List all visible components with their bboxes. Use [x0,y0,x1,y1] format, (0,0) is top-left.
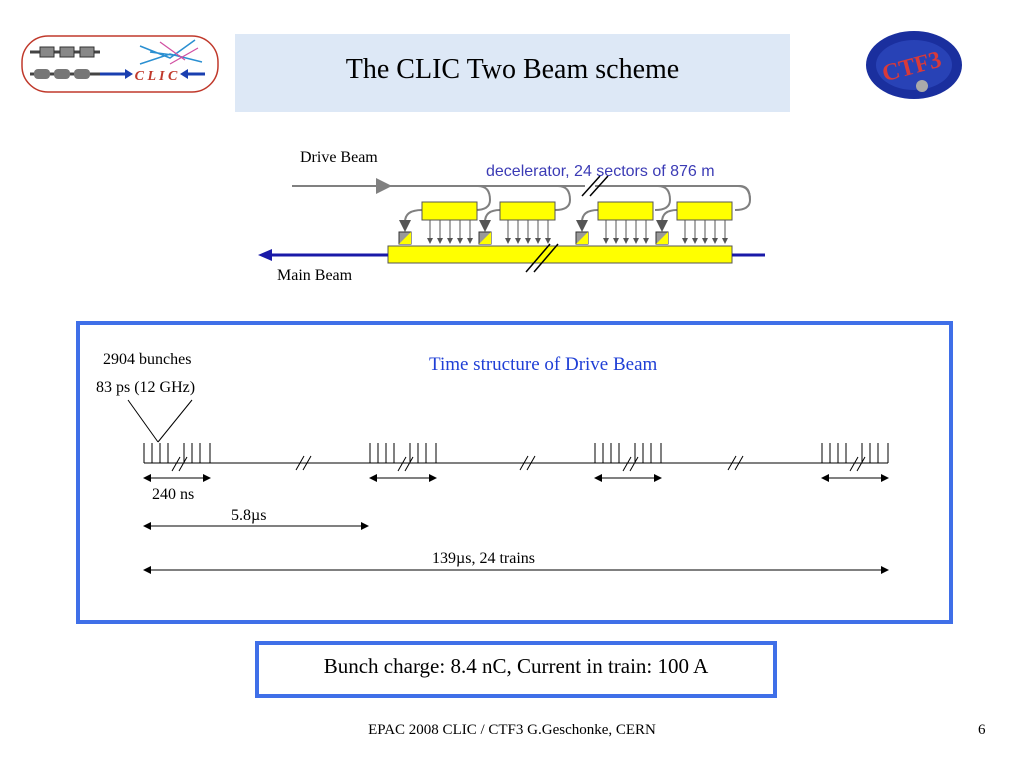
quadrupoles [398,231,669,245]
time-structure-diagram: 2904 bunches 83 ps (12 GHz) Time structu… [96,351,889,574]
clic-logo: C L I C [21,35,219,93]
train-break-mark [404,456,414,472]
gap-break-mark [734,455,744,471]
gap-break-mark [295,455,305,471]
train-break-mark [849,456,859,472]
ctf3-logo: CTF3 [866,31,962,99]
rf-feed-arrows [427,220,728,244]
two-beam-diagram: Drive Beam decelerator, 24 sectors of 87… [258,149,765,284]
spacing-label: 83 ps (12 GHz) [96,379,195,396]
drive-beam-label: Drive Beam [300,149,378,166]
train-break-mark [178,456,188,472]
gap-break-mark [519,455,529,471]
bunch-charge-text: Bunch charge: 8.4 nC, Current in train: … [323,654,709,678]
page-number: 6 [978,722,986,738]
bunch-charge-box [255,641,777,698]
train-break-mark [171,456,181,472]
train-break-mark [856,456,866,472]
footer: EPAC 2008 CLIC / CTF3 G.Geschonke, CERN [368,722,656,738]
time-structure-title: Time structure of Drive Beam [429,354,658,375]
title-box [235,34,790,112]
decelerator-label: decelerator, 24 sectors of 876 m [486,163,715,180]
drive-beam-loops [399,185,752,232]
page-title: The CLIC Two Beam scheme [345,54,680,85]
total-duration-label: 139µs, 24 trains [432,550,535,567]
train-spacing-label: 5.8µs [231,507,266,524]
gap-break-mark [302,455,312,471]
train-break-mark [397,456,407,472]
gap-break-mark [727,455,737,471]
time-structure-frame [76,321,953,624]
clic-logo-text: C L I C [135,69,178,84]
bunches-label: 2904 bunches [103,351,191,368]
main-beam-label: Main Beam [277,267,353,284]
gap-break-mark [526,455,536,471]
train-break-mark [622,456,632,472]
accelerating-structure [387,245,733,264]
train-length-label: 240 ns [152,486,194,503]
train-break-mark [629,456,639,472]
bunch-trains [143,443,889,472]
